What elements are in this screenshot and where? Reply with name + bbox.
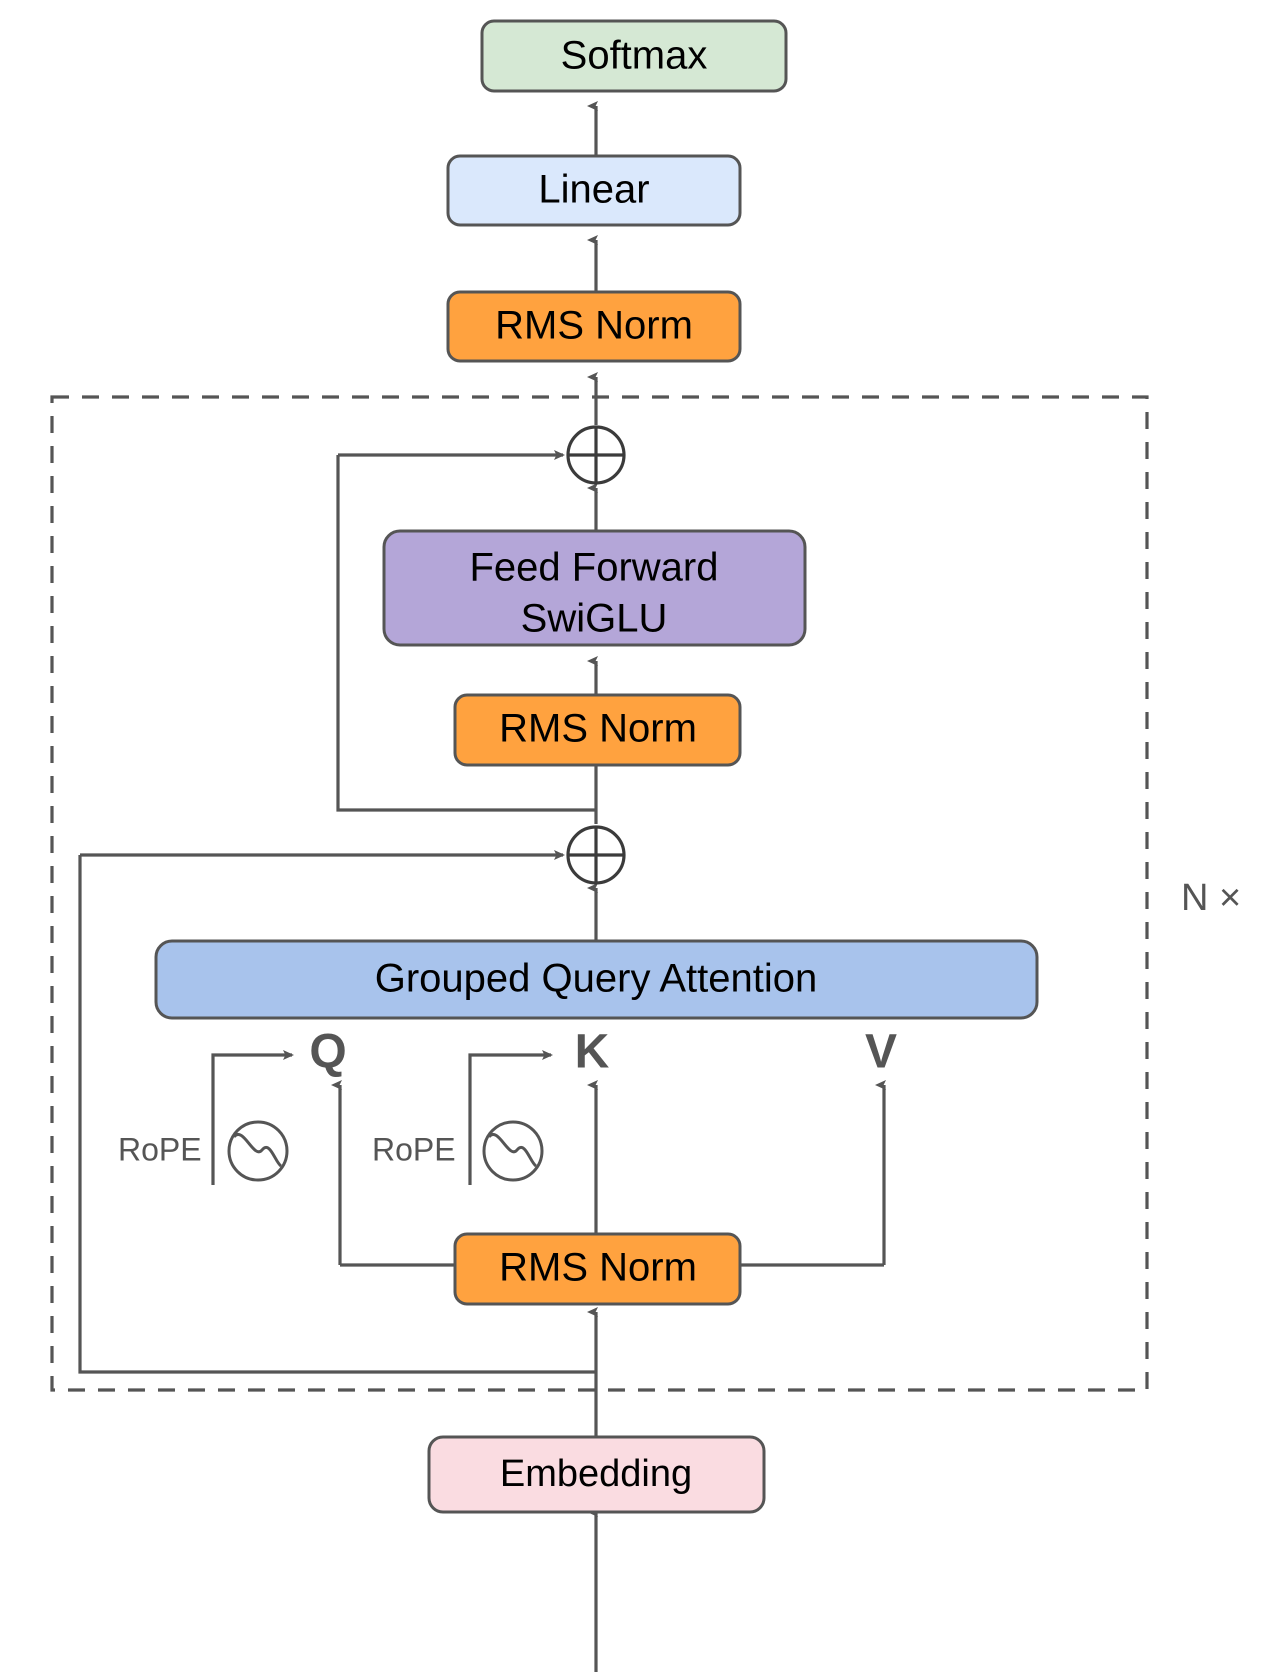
rms-norm-ffn-box[interactable] <box>453 693 742 767</box>
rms-norm-final-box[interactable] <box>446 290 742 363</box>
linear-label: Linear <box>538 168 649 212</box>
repeated-block-border <box>50 395 1149 1392</box>
repeat-count-label: N × <box>1181 877 1241 919</box>
embedding-label: Embedding <box>500 1453 692 1495</box>
feed-forward-label-line2: SwiGLU <box>521 597 668 641</box>
rms-norm-attention-label: RMS Norm <box>499 1246 697 1290</box>
rms-norm-final-label: RMS Norm <box>495 304 693 348</box>
add-node-attention <box>566 825 626 885</box>
rms-norm-ffn-label: RMS Norm <box>499 707 697 751</box>
rope-k-label: RoPE <box>372 1131 456 1167</box>
softmax-label: Softmax <box>561 34 708 78</box>
linear-box[interactable] <box>446 154 742 227</box>
attention-box[interactable] <box>154 939 1039 1020</box>
rope-k-connector <box>468 1050 553 1185</box>
embedding-box[interactable] <box>427 1435 766 1514</box>
node-linear[interactable]: Linear <box>446 154 742 227</box>
node-embedding[interactable]: Embedding <box>427 1435 766 1514</box>
add-attention-plus-icon <box>568 827 624 883</box>
softmax-box[interactable] <box>480 19 788 93</box>
projection-label-q: Q <box>309 1026 346 1079</box>
attention-residual-path <box>78 855 596 1374</box>
add-node-ffn <box>566 425 626 485</box>
projection-label-v: V <box>865 1026 897 1079</box>
attention-label: Grouped Query Attention <box>375 957 818 1001</box>
add-ffn-plus-icon <box>568 427 624 483</box>
node-rms-norm-attention[interactable]: RMS Norm <box>453 1232 742 1306</box>
rms-norm-attention-box[interactable] <box>453 1232 742 1306</box>
node-softmax[interactable]: Softmax <box>480 19 788 93</box>
rope-k-icon <box>482 1120 544 1182</box>
node-rms-norm-ffn[interactable]: RMS Norm <box>453 693 742 767</box>
rope-q-connector <box>211 1050 294 1185</box>
feed-forward-box[interactable] <box>382 529 807 647</box>
node-grouped-query-attention[interactable]: Grouped Query Attention <box>154 939 1039 1020</box>
node-rms-norm-final[interactable]: RMS Norm <box>446 290 742 363</box>
feed-forward-label-line1: Feed Forward <box>470 546 719 590</box>
projection-label-k: K <box>575 1026 610 1079</box>
rope-q-label: RoPE <box>118 1131 202 1167</box>
ffn-residual-path <box>336 455 596 812</box>
node-feed-forward[interactable]: Feed Forward SwiGLU <box>382 529 807 647</box>
rope-q-icon <box>227 1120 289 1182</box>
